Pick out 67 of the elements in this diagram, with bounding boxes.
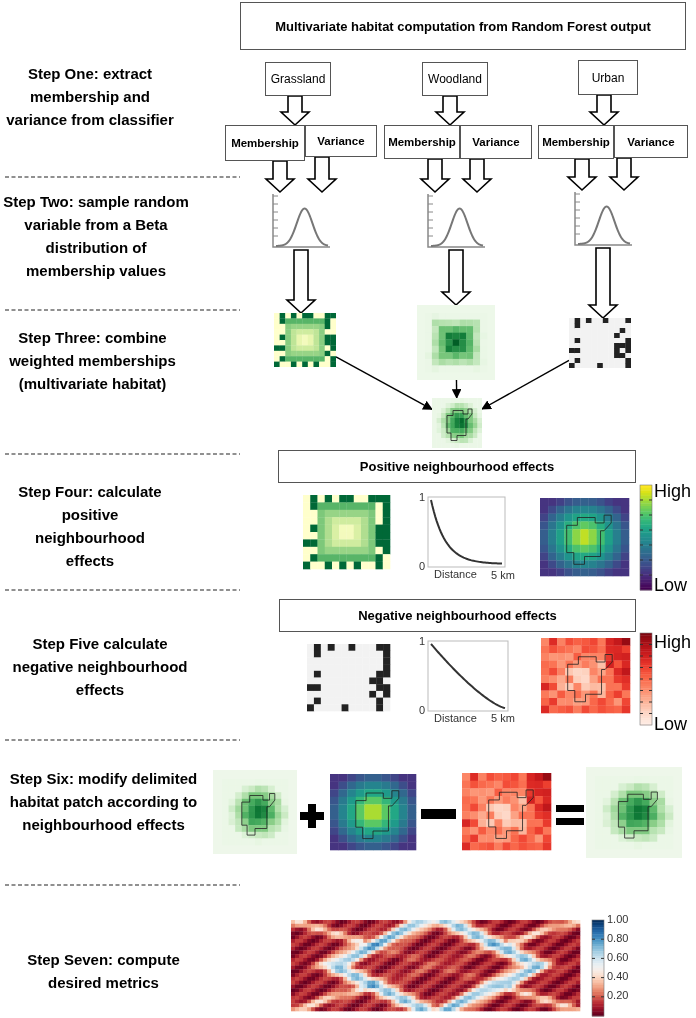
distribution-curve-drawing	[270, 192, 332, 250]
grid-map-drawing	[569, 318, 631, 368]
process-box	[225, 125, 305, 161]
block-arrow	[607, 157, 641, 192]
scale-label: Low	[654, 575, 689, 596]
process-box	[265, 62, 331, 96]
distribution-curve-drawing	[572, 190, 634, 248]
process-box	[305, 125, 377, 157]
scale-label: High	[654, 481, 693, 502]
box-label: Variance	[317, 135, 365, 147]
section-header-box	[278, 450, 636, 483]
grid-map-drawing	[417, 305, 495, 380]
box-label: Membership	[231, 137, 299, 149]
block-arrow	[418, 158, 452, 194]
scale-label: Low	[654, 714, 689, 735]
process-box	[578, 60, 638, 95]
scale-tick-label: 0.20	[607, 989, 630, 1001]
arrow	[335, 356, 433, 411]
distribution-curve-drawing	[425, 192, 487, 250]
axis-label: 1	[419, 491, 427, 503]
box-label: Urban	[591, 70, 625, 85]
box-label: Membership	[542, 136, 610, 148]
block-arrow	[439, 249, 473, 307]
axis-label: 5 km	[491, 569, 516, 581]
block-arrow	[284, 249, 318, 315]
box-label: Variance	[627, 135, 675, 148]
axis-label: 0	[419, 704, 427, 716]
step-description: Step Five calculate negative neighbourhood effects	[11, 634, 189, 700]
box-label: Woodland	[428, 72, 482, 86]
step-description: Step Seven: compute desired metrics	[26, 950, 181, 993]
block-arrow	[305, 156, 339, 194]
process-box	[538, 125, 614, 159]
scale-tick-label: 0.60	[607, 951, 630, 963]
step-description: Step Two: sample random variable from a Beta distribution of membership values	[2, 192, 190, 281]
title-box	[240, 2, 686, 50]
scale-tick-label: 1.00	[607, 913, 630, 925]
process-box	[614, 125, 688, 158]
block-arrow	[278, 95, 312, 127]
arrow	[481, 359, 570, 410]
box-label: Positive neighbourhood effects	[359, 459, 555, 474]
section-header-box	[279, 599, 636, 632]
block-arrow	[586, 247, 620, 320]
step-description: Step Three: combine weighted memberships (multivariate habitat)	[8, 328, 177, 394]
scale-tick-label: 0.40	[607, 970, 630, 982]
axis-label: 5 km	[491, 712, 516, 724]
block-arrow	[460, 158, 494, 194]
step-description: Step Six: modify delimited habitat patch according to neighbourhood effects	[8, 769, 199, 835]
process-box	[384, 125, 460, 159]
step-description: Step One: extract membership and variance from classifier	[5, 64, 175, 130]
process-box	[460, 125, 532, 159]
block-arrow	[433, 95, 467, 127]
block-arrow	[565, 158, 599, 192]
grid-map-drawing	[432, 398, 482, 448]
box-label: Multivariate habitat computation from Random Forest output	[275, 18, 651, 34]
box-label: Membership	[388, 136, 456, 148]
arrow	[451, 379, 462, 399]
box-label: Negative neighbourhood effects	[358, 608, 557, 623]
block-arrow	[263, 160, 297, 194]
block-arrow	[587, 94, 621, 127]
box-label: Grassland	[270, 72, 326, 86]
step-description: Step Four: calculate positive neighbourhood effects	[17, 482, 163, 571]
process-box	[422, 62, 488, 96]
grid-map-drawing	[274, 313, 336, 367]
box-label: Variance	[472, 136, 520, 148]
axis-label: 0	[419, 560, 427, 572]
scale-label: High	[654, 632, 693, 653]
scale-tick-label: 0.80	[607, 932, 630, 944]
